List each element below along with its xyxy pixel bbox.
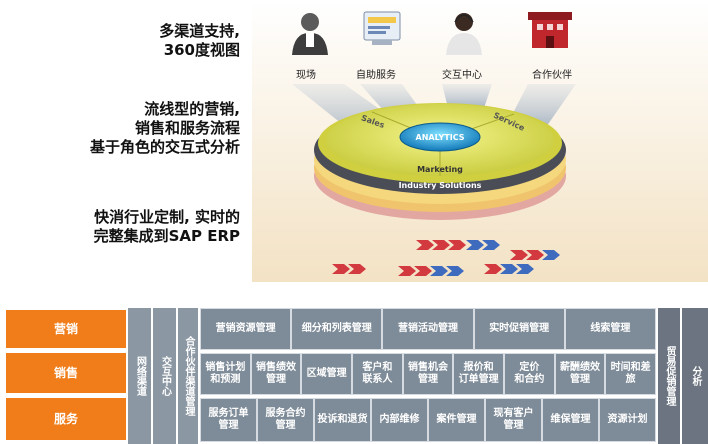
feature-line: 流线型的营销, <box>144 100 240 118</box>
module-cell: 服务订单 管理 <box>200 398 257 442</box>
channel-label-field: 现场 <box>296 68 316 81</box>
row-label-marketing: 营销 <box>6 310 126 348</box>
col-trade-promotion-management: 贸易促销管理 <box>658 308 680 444</box>
module-cell: 定价 和合约 <box>504 353 555 395</box>
feature-line: 多渠道支持, <box>159 22 240 40</box>
module-cell: 案件管理 <box>428 398 485 442</box>
crm-capability-matrix: 营销 销售 服务 网络渠道 交互中心 合作伙伴渠道管理 贸易促销管理 分析 营销… <box>0 308 708 444</box>
col-interaction-center: 交互中心 <box>153 308 176 444</box>
row-label-service: 服务 <box>6 398 126 440</box>
module-cell: 投诉和退货 <box>314 398 371 442</box>
feature-integration: 快消行业定制, 实时的 完整集成到SAP ERP <box>94 208 240 246</box>
row-label-sales: 销售 <box>6 353 126 393</box>
feature-line: 快消行业定制, 实时的 <box>94 208 240 226</box>
col-web-channel: 网络渠道 <box>128 308 151 444</box>
module-cell: 营销资源管理 <box>200 308 292 350</box>
module-cell: 服务合约 管理 <box>257 398 314 442</box>
module-cell: 营销活动管理 <box>382 308 474 350</box>
module-cell: 内部维修 <box>371 398 428 442</box>
module-cell: 现有客户 管理 <box>485 398 542 442</box>
analytics-label: ANALYTICS <box>416 133 465 142</box>
integration-arrows <box>332 240 560 276</box>
module-cell: 销售绩效 管理 <box>250 353 302 395</box>
marketing-modules: 营销资源管理细分和列表管理营销活动管理实时促销管理线索管理 <box>200 308 656 350</box>
channel-label-self-service: 自助服务 <box>356 68 396 81</box>
crm-disc-diagram: 现场 自助服务 交互中心 合作伙伴 ANALYTICS Sales Servic… <box>252 0 708 282</box>
channel-label-partner: 合作伙伴 <box>532 68 572 81</box>
module-cell: 区域管理 <box>301 353 352 395</box>
partner-building-icon <box>528 12 572 48</box>
col-partner-channel-management: 合作伙伴渠道管理 <box>178 308 198 444</box>
feature-processes: 流线型的营销, 销售和服务流程 基于角色的交互式分析 <box>90 100 240 157</box>
feature-line: 360度视图 <box>163 41 240 59</box>
feature-multichannel: 多渠道支持, 360度视图 <box>159 22 240 60</box>
module-cell: 细分和列表管理 <box>291 308 383 350</box>
module-cell: 资源计划 <box>599 398 656 442</box>
feature-line: 销售和服务流程 <box>134 119 240 137</box>
module-cell: 销售计划 和预测 <box>200 353 251 395</box>
module-cell: 薪酬绩效 管理 <box>554 353 606 395</box>
self-service-screen-icon <box>363 11 401 45</box>
sales-modules: 销售计划 和预测销售绩效 管理区域管理客户和 联系人销售机会 管理报价和 订单管… <box>200 353 656 395</box>
feature-line: 完整集成到SAP ERP <box>93 227 240 245</box>
call-center-agent-icon <box>446 13 482 55</box>
field-person-icon <box>292 13 328 55</box>
ring-label-industry-solutions: Industry Solutions <box>399 181 482 190</box>
channel-label-interaction-center: 交互中心 <box>442 68 482 81</box>
module-cell: 维保管理 <box>542 398 599 442</box>
analytics-center <box>399 122 481 152</box>
module-cell: 销售机会 管理 <box>402 353 454 395</box>
feature-line: 基于角色的交互式分析 <box>89 138 240 156</box>
module-cell: 时间和差 旅 <box>605 353 656 395</box>
module-cell: 线索管理 <box>564 308 656 350</box>
col-analytics: 分析 <box>682 308 708 444</box>
service-modules: 服务订单 管理服务合约 管理投诉和退货内部维修案件管理现有客户 管理维保管理资源… <box>200 398 656 442</box>
sector-label-marketing: Marketing <box>417 165 463 174</box>
module-cell: 客户和 联系人 <box>352 353 403 395</box>
module-cell: 实时促销管理 <box>473 308 565 350</box>
module-cell: 报价和 订单管理 <box>453 353 504 395</box>
beam <box>442 84 492 108</box>
